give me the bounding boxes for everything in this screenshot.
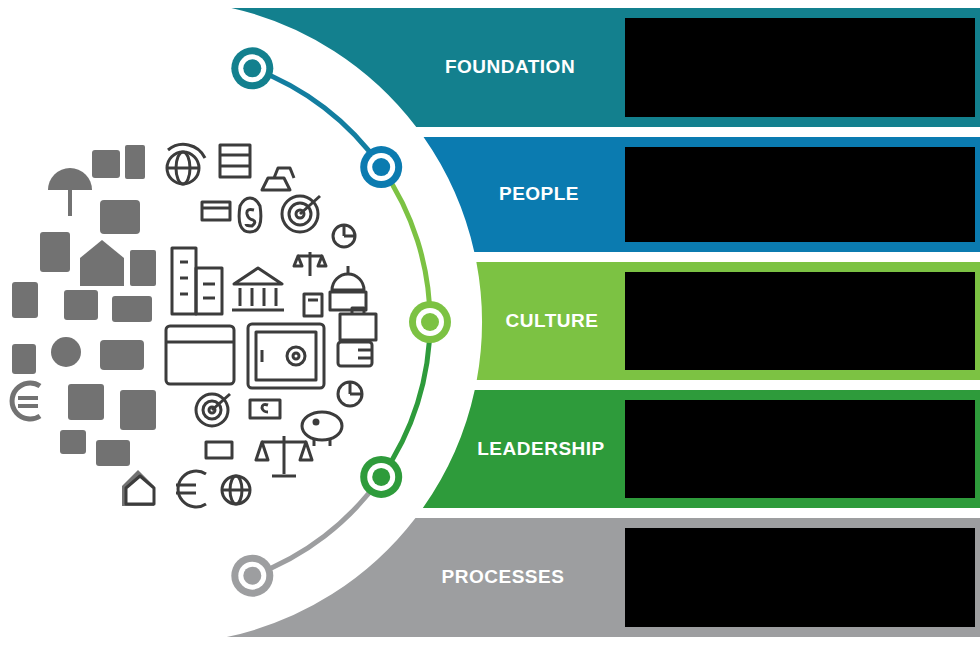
timeline-markers: [231, 47, 451, 596]
band-label: CULTURE: [506, 310, 599, 333]
icon-cloud-left: [12, 145, 156, 506]
band-label: PEOPLE: [499, 183, 579, 206]
band-fill: [423, 390, 980, 508]
band-fill: [227, 518, 980, 637]
band: LEADERSHIP: [160, 390, 980, 508]
band: CULTURE: [160, 262, 980, 380]
band-fill: [231, 8, 980, 127]
content-box: [625, 18, 975, 117]
content-box: [625, 147, 975, 242]
timeline-arc: [252, 68, 430, 575]
band-label: PROCESSES: [442, 566, 565, 589]
content-box: [625, 400, 975, 498]
band-fill: [476, 262, 980, 380]
band-label: FOUNDATION: [445, 56, 575, 79]
content-box: [625, 272, 975, 370]
band-fill: [424, 137, 980, 252]
icon-cloud-right: [126, 144, 376, 507]
band: PROCESSES: [160, 518, 980, 637]
band-label: LEADERSHIP: [477, 438, 604, 461]
band: PEOPLE: [160, 137, 980, 252]
band: FOUNDATION: [160, 8, 980, 127]
band-shape: [160, 518, 980, 637]
content-box: [625, 528, 975, 627]
